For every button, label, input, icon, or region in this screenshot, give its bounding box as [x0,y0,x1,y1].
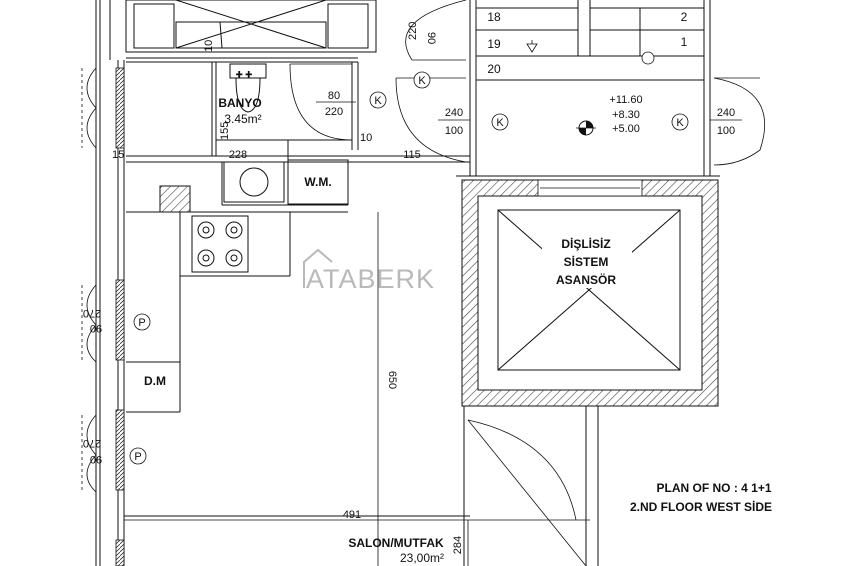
step-1: 1 [681,35,688,49]
dim-15: 15 [112,149,124,161]
dim-100l: 100 [445,125,463,137]
dim-270a: 270 [83,307,101,319]
svg-text:K: K [418,75,426,87]
salon-name: SALON/MUTFAK [348,536,444,550]
plan-title-line2: 2.ND FLOOR WEST SİDE [630,499,772,514]
dim-115: 115 [403,149,421,161]
p-tag-1: P [133,313,151,331]
elevator-line3: ASANSÖR [556,272,616,287]
bathroom-door-swing [289,63,353,141]
step-18: 18 [487,10,501,24]
washing-machine-box [287,159,349,205]
k-tag-2: K [413,71,431,89]
salon-area: 23,00m² [400,551,444,565]
svg-text:P: P [134,451,141,463]
svg-text:K: K [676,117,684,129]
elevator-line1: DİŞLİSİZ [561,236,610,251]
sink-icon [223,161,285,203]
dim-491: 491 [343,509,361,521]
k-tag-4: K [671,113,689,131]
dim-650: 650 [386,371,398,389]
landing-door-swings [395,0,765,166]
dim-10-mid: 10 [360,132,372,144]
lower-corridor [463,406,599,566]
dim-228: 228 [229,149,247,161]
banyo-name: BANYO [218,96,261,110]
left-door-swings [81,67,97,493]
banyo-area: 3.45m² [224,112,261,126]
top-fixtures [125,0,377,53]
stair-post-icon [641,51,655,65]
level-1: +11.60 [609,94,642,106]
wm-label: W.M. [304,175,331,189]
dim-284: 284 [452,536,464,554]
level-marker-icon [576,120,596,136]
svg-text:+ +: + + [236,69,252,81]
level-3: +5.00 [612,123,640,135]
dim-90b: 90 [90,453,102,465]
salon-dim-lines [124,212,590,566]
dim-220a: 220 [325,106,343,118]
step-20: 20 [487,62,501,76]
dim-90a: 90 [90,322,102,334]
bathroom-walls [126,57,470,206]
dim-270b: 270 [83,437,101,449]
dim-80: 80 [328,90,340,102]
kitchen-walls [124,185,470,517]
dim-90: 90 [425,32,437,44]
p-tag-2: P [129,447,147,465]
dim-155: 155 [219,122,231,140]
svg-text:K: K [496,117,504,129]
step-19: 19 [487,37,501,51]
dm-label: D.M [144,374,166,388]
svg-text:P: P [138,317,145,329]
elevator-shaft [461,179,719,407]
window-band-1 [115,67,125,566]
svg-text:ATABERK: ATABERK [306,264,435,294]
dim-10-top: 10 [203,40,215,52]
plan-title-line1: PLAN OF NO : 4 1+1 [656,481,771,495]
elevator-line2: SİSTEM [564,254,609,269]
toilet-icon: + + [229,63,267,113]
dim-240l: 240 [445,107,463,119]
ataberk-watermark: ATABERK [303,248,435,294]
stair-walls [456,0,720,177]
k-tag-3: K [491,113,509,131]
level-2: +8.30 [612,109,640,121]
k-tag-1: K [369,91,387,109]
svg-text:K: K [374,95,382,107]
dim-240r: 240 [717,107,735,119]
dim-100r: 100 [717,125,735,137]
dim-220b: 220 [407,22,419,40]
cooktop-icon [191,215,249,273]
step-2: 2 [681,10,688,24]
stair-arrow-icon [526,43,538,53]
